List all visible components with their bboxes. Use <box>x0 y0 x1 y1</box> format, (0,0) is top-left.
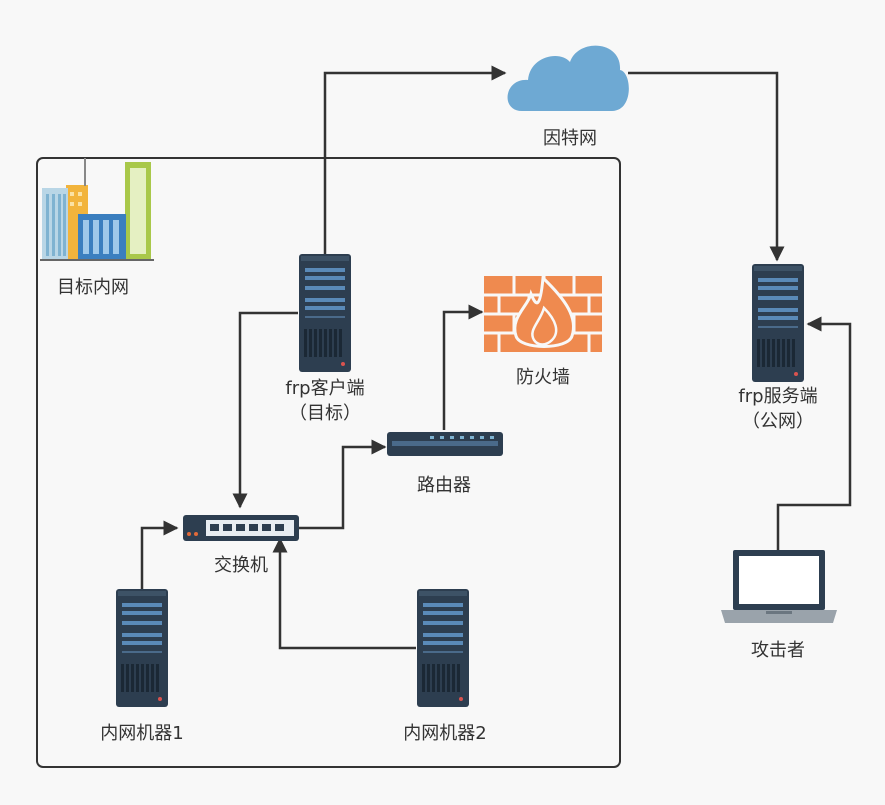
switch-icon <box>183 515 299 541</box>
edge-router-firewall <box>442 304 484 430</box>
cloud-icon <box>507 45 629 111</box>
edge-machine2-switch <box>272 537 416 650</box>
firewall-label: 防火墙 <box>516 367 570 388</box>
edge-machine1-switch <box>140 520 179 590</box>
internal-machine-1-server-icon <box>116 589 168 707</box>
edge-attacker-frp-server <box>776 316 852 550</box>
edge-frp-client-internet <box>323 65 507 255</box>
target-network-label: 目标内网 <box>57 277 129 298</box>
router-icon <box>387 432 503 456</box>
laptop-icon <box>721 550 837 623</box>
frp-server-label: frp服务端 <box>738 386 818 407</box>
router-label: 路由器 <box>417 475 471 496</box>
edge-frp-client-switch <box>232 311 298 509</box>
internal-machine-2-label: 内网机器2 <box>403 723 487 744</box>
buildings-icon <box>40 158 154 261</box>
edge-switch-router <box>298 439 387 530</box>
frp-server-server-icon <box>752 264 804 382</box>
internal-machine-2-server-icon <box>417 589 469 707</box>
frp-client-label: frp客户端 <box>285 378 365 399</box>
edge-internet-frp-server <box>628 71 785 262</box>
frp-client-sublabel: （目标） <box>289 403 361 424</box>
internet-label: 因特网 <box>543 128 597 149</box>
frp-server-sublabel: （公网） <box>742 411 814 432</box>
target-network-frame <box>36 157 621 768</box>
internal-machine-1-label: 内网机器1 <box>100 723 184 744</box>
frp-client-server-icon <box>299 254 351 372</box>
attacker-label: 攻击者 <box>751 640 805 661</box>
switch-label: 交换机 <box>214 555 268 576</box>
firewall-icon <box>484 274 602 352</box>
